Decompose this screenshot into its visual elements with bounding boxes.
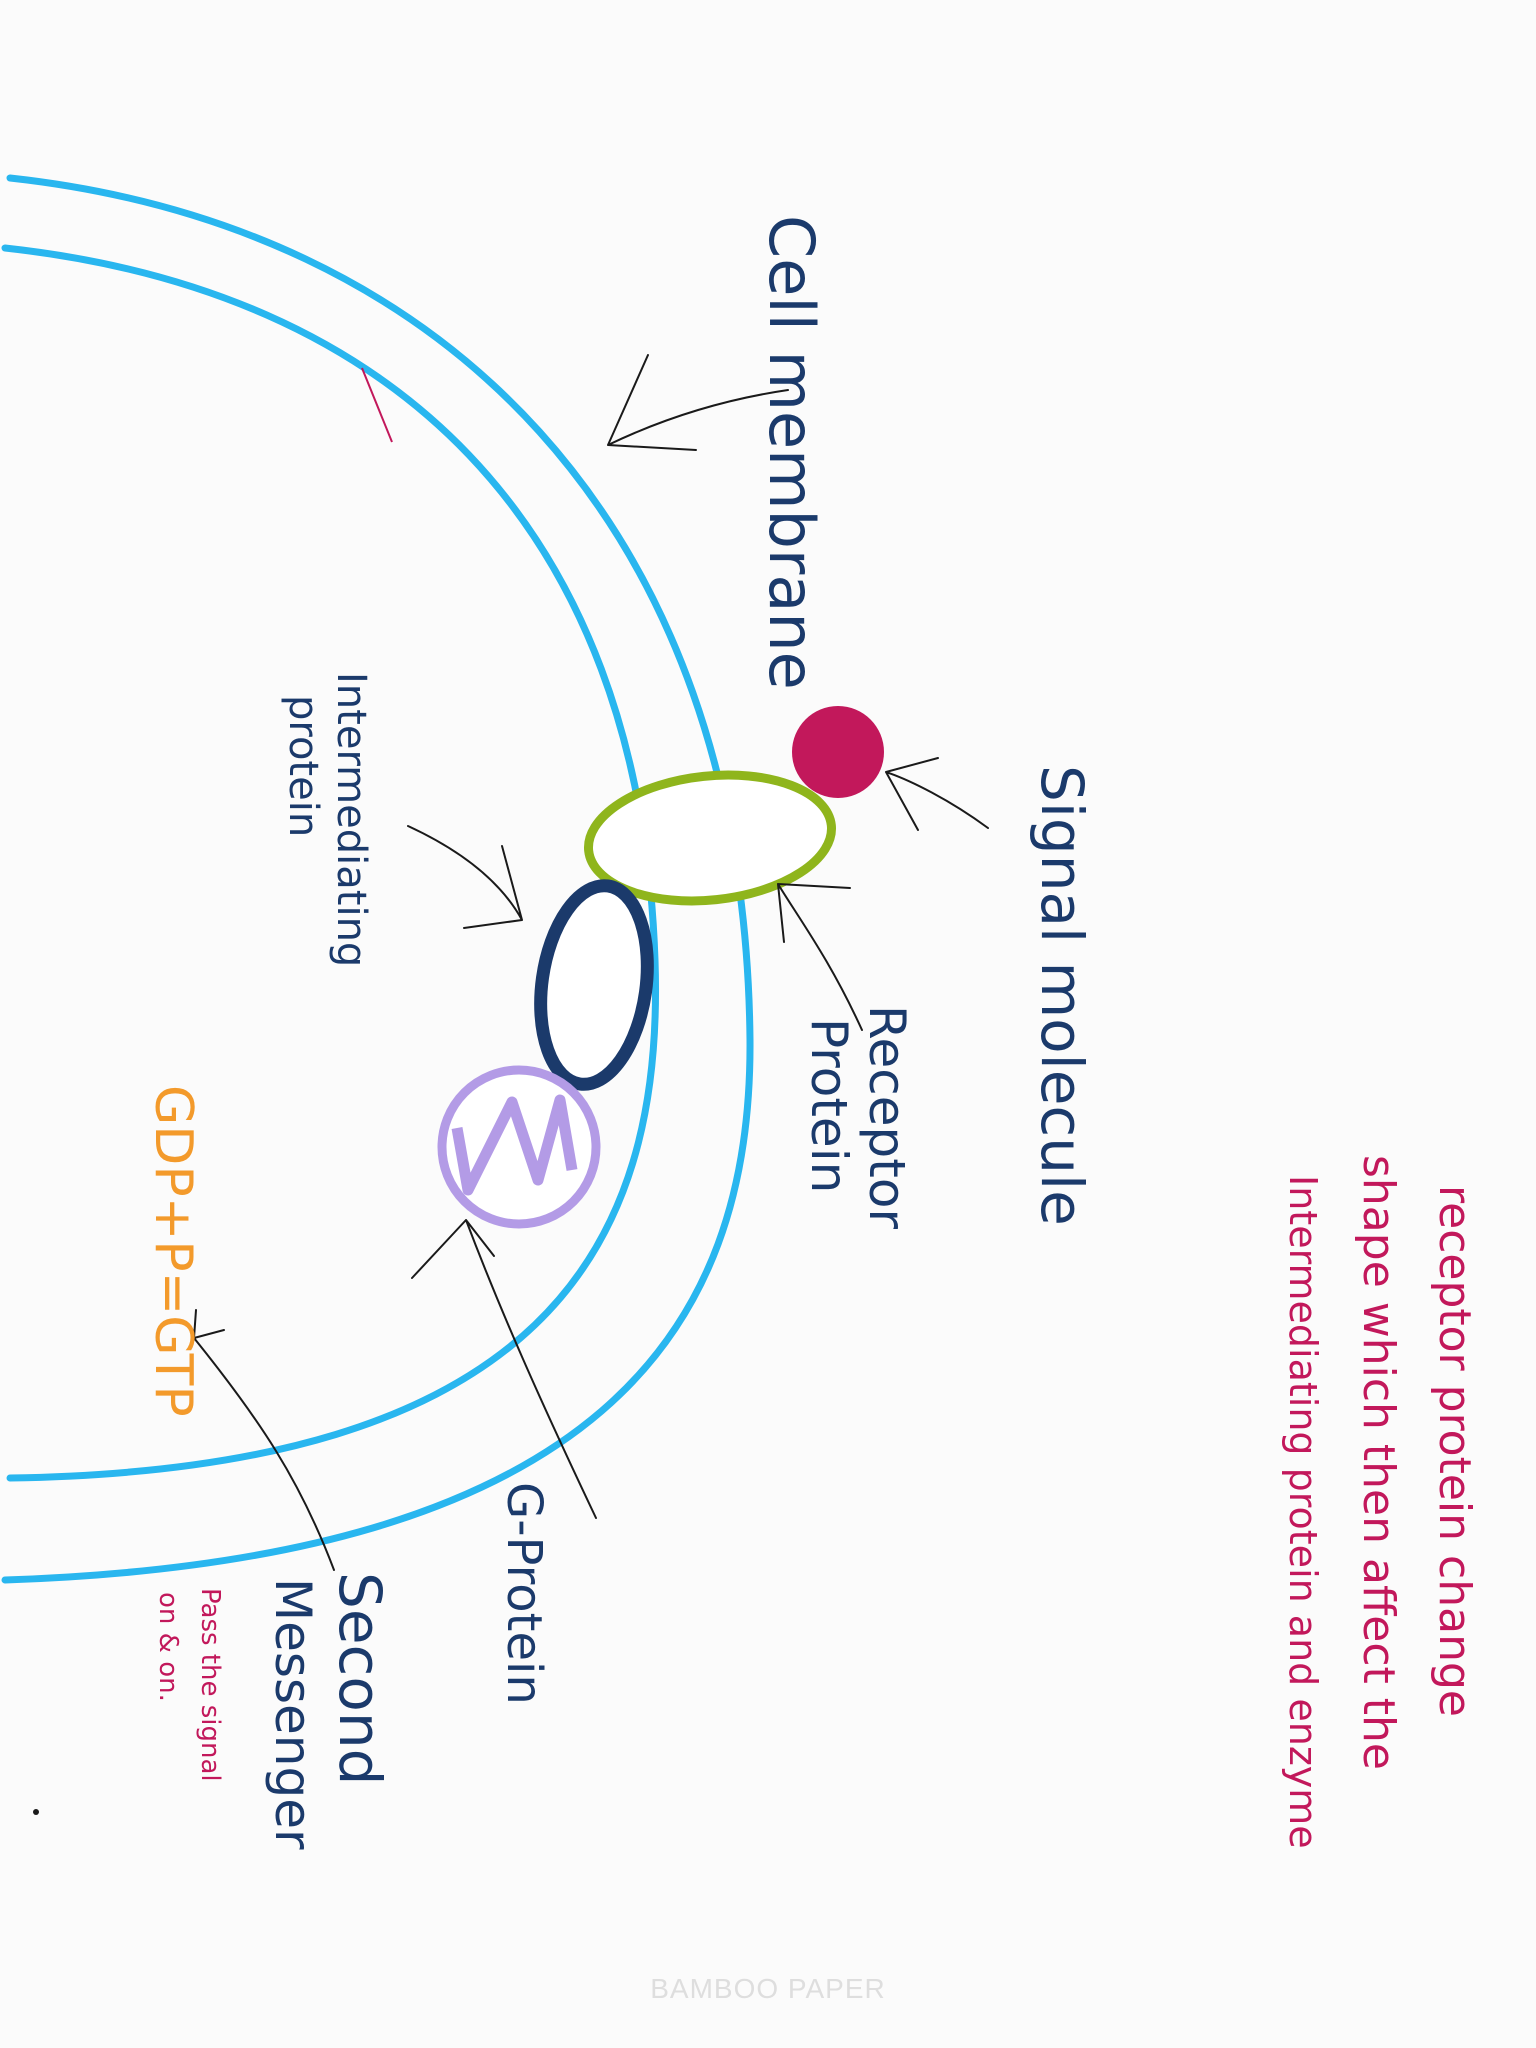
- note-line-1: receptor protein change: [1429, 1185, 1480, 1717]
- note-line-2: shape which then affect the: [1353, 1155, 1404, 1770]
- arrow-intermediating-protein: [407, 825, 523, 929]
- arrow-receptor-protein: [777, 883, 863, 1031]
- arrow-cell-membrane: [607, 354, 789, 451]
- label-signal-molecule: Signal molecule: [1028, 765, 1096, 1226]
- label-intermediating-2: protein: [280, 695, 326, 837]
- label-pass-signal-2: on & on.: [153, 1592, 183, 1702]
- stray-dot: [33, 1809, 39, 1815]
- receptor-protein-shape: [583, 770, 837, 906]
- label-second-messenger-1: Second: [326, 1572, 394, 1785]
- intermediating-protein-shape: [534, 879, 654, 1091]
- label-receptor-protein-2: Protein: [800, 1018, 858, 1193]
- label-gdp-equation: GDP+P=GTP: [143, 1085, 203, 1417]
- label-receptor-protein-1: Receptor: [858, 1005, 916, 1229]
- label-cell-membrane: Cell membrane: [755, 215, 828, 690]
- arrow-g-protein: [411, 1219, 597, 1519]
- arrow-second-messenger: [193, 1309, 335, 1571]
- signal-molecule-shape: [792, 706, 884, 798]
- label-intermediating-1: Intermediating: [328, 672, 374, 967]
- membrane-inner-line: [1, 244, 660, 1482]
- stray-pink-mark: [361, 367, 393, 443]
- g-protein-shape: [437, 1065, 601, 1229]
- watermark: BAMBOO PAPER: [650, 1973, 886, 2004]
- membrane-outer-line: [1, 174, 754, 1584]
- label-second-messenger-2: Messenger: [264, 1578, 322, 1850]
- arrow-signal-molecule: [885, 757, 989, 831]
- note-line-3: Intermediating protein and enzyme: [1281, 1175, 1325, 1849]
- label-pass-signal-1: Pass the signal: [195, 1588, 225, 1782]
- label-g-protein: G-Protein: [496, 1482, 552, 1705]
